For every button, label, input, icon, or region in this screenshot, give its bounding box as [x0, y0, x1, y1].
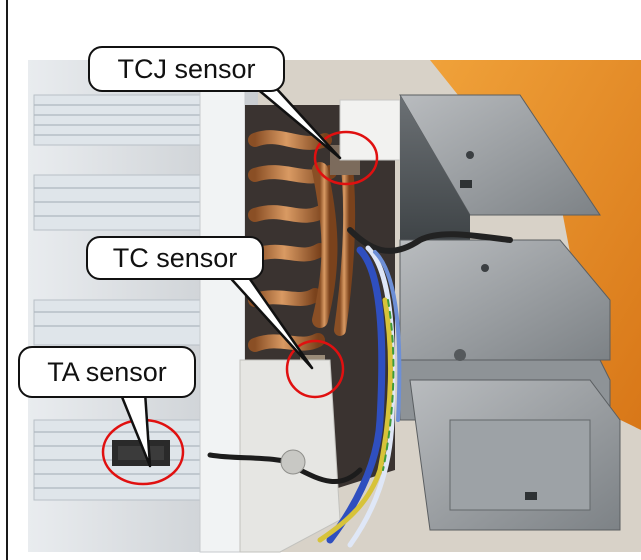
electrical-box-bottom-face [449, 419, 591, 511]
ta-sensor-label: TA sensor [18, 346, 196, 398]
tcj-highlight-circle [313, 130, 379, 186]
slot [460, 180, 472, 188]
tcj-sensor-label: TCJ sensor [88, 46, 285, 92]
wire-bundle [207, 227, 513, 548]
screw [454, 349, 466, 361]
screw [481, 264, 489, 272]
electrical-box-top-side [400, 95, 470, 240]
unit-bezel [199, 59, 246, 553]
frame-left-border [6, 0, 8, 560]
screw [466, 151, 474, 159]
slot [525, 492, 537, 500]
cable-clamp [280, 449, 306, 475]
tc-sensor-label: TC sensor [86, 236, 264, 280]
vent-lines [34, 104, 224, 489]
upper-frame [339, 99, 401, 161]
tc-highlight-circle [285, 339, 345, 399]
